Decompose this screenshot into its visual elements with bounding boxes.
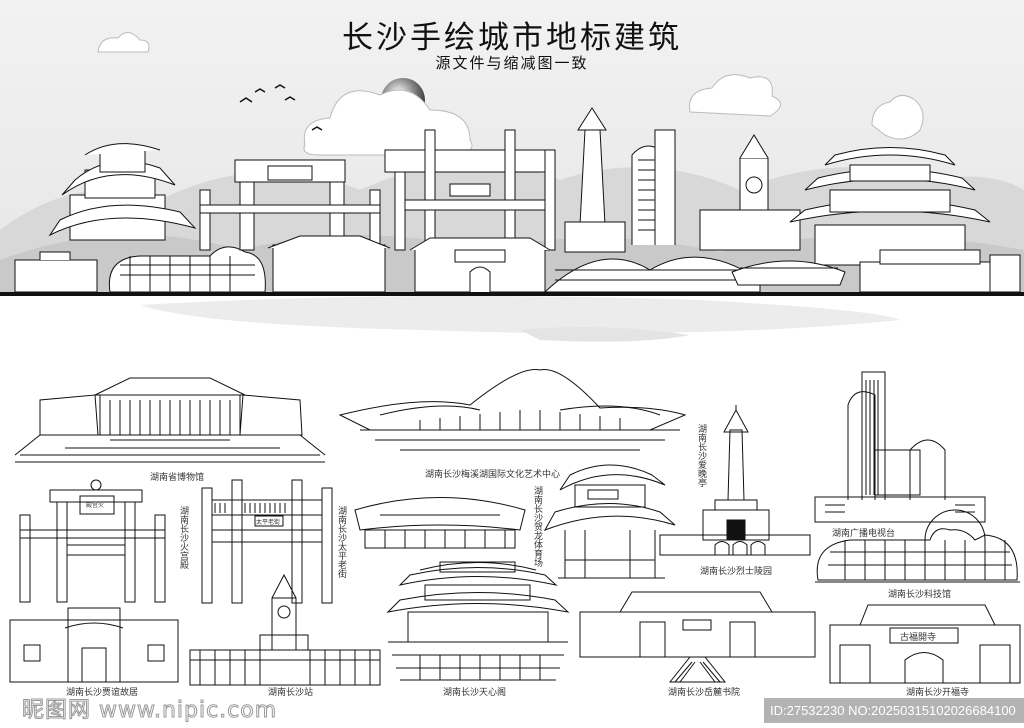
skyline-house: [14, 259, 98, 293]
jiayi-house-drawing: [9, 607, 179, 683]
skyline-skyscrapers: [631, 129, 676, 245]
label-yuelu: 湖南长沙岳麓书院: [668, 688, 741, 698]
label-station: 湖南长沙站: [268, 688, 314, 698]
skyline-kaifu-gate: [409, 237, 551, 293]
watermark-id: ID:27532230 NO:20250315102026684100: [764, 698, 1024, 723]
yuelu-academy-drawing: [579, 591, 816, 683]
sign-taiping: 太平老街: [256, 519, 281, 526]
taiping-gate-drawing: [201, 479, 333, 604]
skyline-stadium-bridge: [543, 256, 761, 293]
label-huogongdian: 湖南长沙火宫殿: [178, 506, 188, 569]
water-reflection: [140, 296, 900, 334]
label-tv: 湖南广播电视台: [832, 529, 896, 539]
sign-huogongdian: 殿宫火: [86, 502, 105, 509]
label-aiwan: 湖南长沙爱晚亭: [696, 424, 706, 487]
label-helong: 湖南长沙贺龙体育场: [532, 486, 542, 567]
label-jiayi: 湖南长沙贾谊故居: [66, 688, 139, 698]
birds-icon: [239, 84, 323, 131]
kaifu-gate-drawing: [829, 604, 1021, 684]
label-tianxin: 湖南长沙天心阁: [443, 688, 507, 698]
label-meixihu: 湖南长沙梅溪湖国际文化艺术中心: [425, 470, 561, 480]
tianxin-pavilion-drawing: [386, 561, 570, 681]
water-reflection: [520, 326, 690, 342]
label-kaifu: 湖南长沙开福寺: [906, 688, 970, 698]
skyline: [14, 107, 1021, 293]
station-drawing: [189, 573, 381, 686]
skyline-taiping-gate: [384, 129, 556, 251]
skyline-gallery: [267, 235, 391, 293]
label-taiping: 湖南长沙太平老街: [336, 506, 346, 578]
label-science: 湖南长沙科技馆: [888, 590, 952, 600]
skyline-stadium: [731, 260, 846, 286]
ground-line: [0, 292, 1024, 296]
label-lieshi: 湖南长沙烈士陵园: [700, 567, 773, 577]
meixihu-drawing: [338, 368, 687, 451]
tv-station-drawing: [814, 371, 986, 523]
skyline-tower: [564, 107, 626, 253]
label-museum: 湖南省博物馆: [150, 473, 205, 483]
helong-stadium-drawing: [354, 497, 526, 549]
lieshi-tower-drawing: [659, 405, 811, 556]
sign-kaifu: 古福開寺: [900, 633, 937, 643]
huogongdian-gate-drawing: [19, 479, 166, 603]
skyline-right-buildings: [859, 249, 1021, 293]
skyline-huogongdian-gate: [199, 159, 381, 251]
page-title: 长沙手绘城市地标建筑: [342, 20, 682, 56]
skyline-science-museum: [108, 246, 266, 293]
watermark-logo: 昵图网 www.nipic.com: [21, 698, 278, 724]
museum-drawing: [14, 377, 326, 463]
skyline-clock-tower: [699, 134, 801, 251]
page-subtitle: 源文件与缩减图一致: [435, 54, 589, 72]
science-museum-drawing: [815, 509, 1020, 583]
skyline-pagoda: [48, 143, 197, 241]
aiwan-pavilion-drawing: [543, 464, 676, 579]
